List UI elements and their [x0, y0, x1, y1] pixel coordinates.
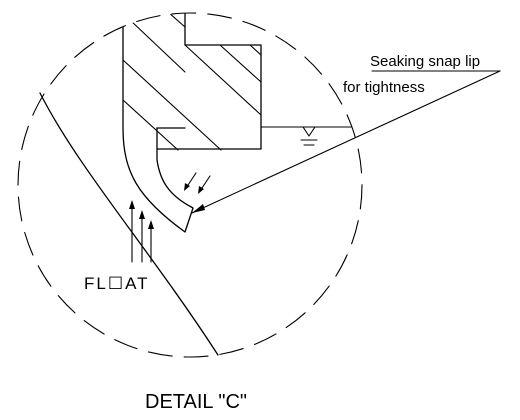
callout-line-2: for tightness: [343, 79, 425, 96]
float-arrows: [129, 200, 154, 263]
detail-boundary-circle: [17, 12, 363, 358]
seal-body: [122, 13, 262, 233]
water-level-symbol: [300, 126, 318, 146]
callout-line-1: Seaking snap lip: [370, 53, 480, 70]
callout-leader: [191, 70, 501, 214]
float-label: FL☐AT: [84, 274, 150, 293]
callout-arrowhead: [192, 204, 205, 213]
hull-curve: [39, 92, 219, 356]
seal-outline: [122, 13, 262, 233]
pressure-arrows: [184, 172, 211, 194]
section-hatching: [122, 13, 262, 151]
detail-title: DETAIL "C": [145, 391, 247, 413]
